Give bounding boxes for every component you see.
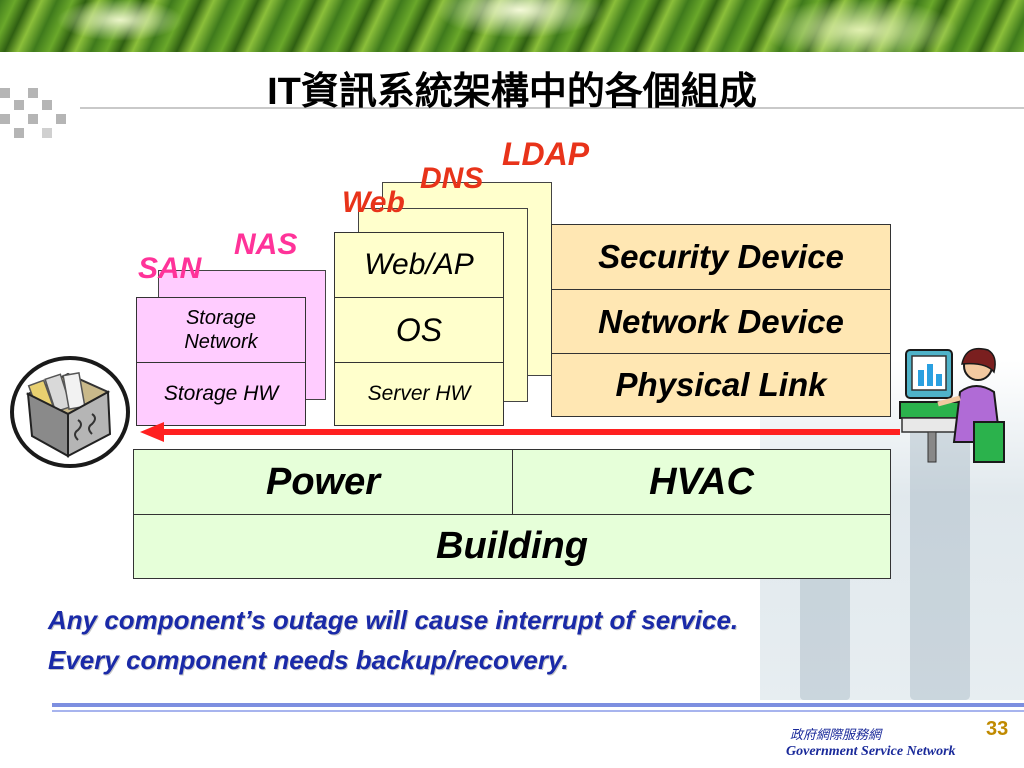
title-rule [80,107,1024,109]
os-label: OS [395,311,443,348]
page-number: 33 [986,718,1009,740]
dns-label: DNS [420,162,484,195]
footer-rule-thin [52,710,1024,712]
security-device-label: Security Device [598,238,844,275]
web-label: Web [342,186,405,219]
arrow-head-icon [140,422,164,442]
server-hw-box: Server HW [334,362,504,426]
building-box: Building [133,514,891,579]
storage-hw-label: Storage HW [163,382,279,405]
server-hw-label: Server HW [367,382,471,405]
header-banner [0,0,1024,52]
web-ap-label: Web/AP [364,248,474,281]
power-box: Power [133,449,513,515]
physical-link-label: Physical Link [615,366,827,403]
storage-network-label: Storage Network [184,307,258,353]
storage-network-box: Storage Network [136,297,306,363]
hvac-box: HVAC [512,449,891,515]
os-box: OS [334,297,504,363]
security-device-box: Security Device [551,224,891,290]
san-label: SAN [138,252,202,285]
person-at-computer-icon [898,344,1010,468]
file-cabinet-icon [6,352,136,470]
ldap-label: LDAP [502,136,590,172]
service-flow-arrow [160,429,900,435]
web-ap-box: Web/AP [334,232,504,298]
footer-org-en: Government Service Network [786,744,956,759]
network-device-box: Network Device [551,289,891,354]
title-prefix: IT [267,71,301,113]
nas-label: NAS [234,228,298,261]
footer-org-zh: 政府網際服務網 [790,728,882,743]
storage-hw-box: Storage HW [136,362,306,426]
footer-rule [52,703,1024,707]
title-main: 資訊系統架構中的各個組成 [300,68,757,113]
power-label: Power [265,460,381,503]
building-label: Building [436,525,588,567]
page-title: IT資訊系統架構中的各個組成 [0,60,1024,115]
network-device-label: Network Device [598,302,844,340]
hvac-label: HVAC [649,460,754,503]
physical-link-box: Physical Link [551,353,891,417]
message-line-1: Any component’s outage will cause interr… [48,605,739,635]
message-line-2: Every component needs backup/recovery. [48,645,569,675]
